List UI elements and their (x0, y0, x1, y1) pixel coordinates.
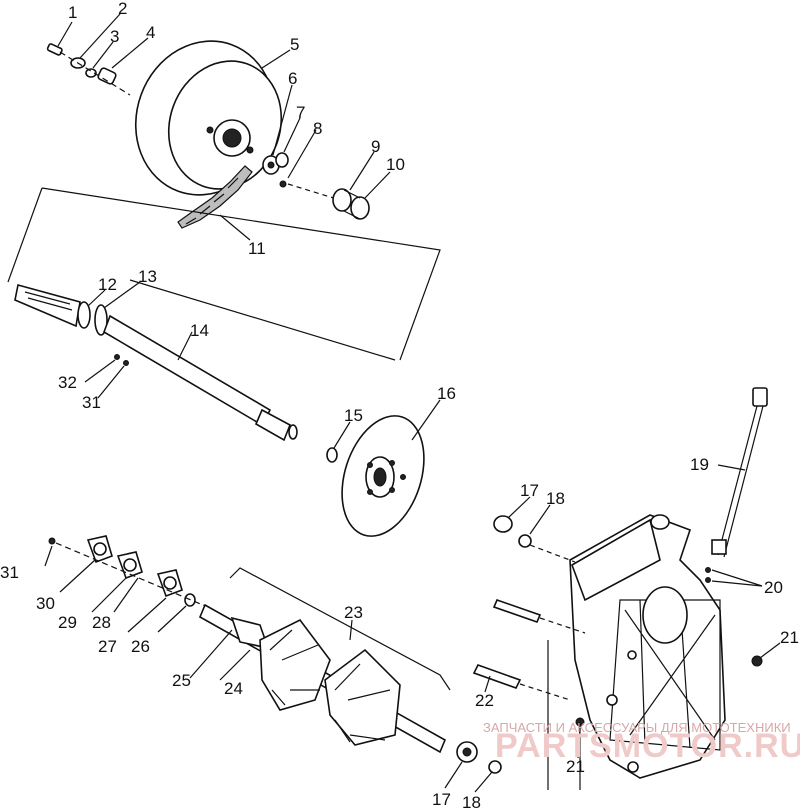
callout-30: 30 (36, 594, 55, 613)
callout-17b: 17 (432, 790, 451, 809)
callout-26: 26 (131, 637, 150, 656)
callout-17a: 17 (520, 481, 539, 500)
callout-12: 12 (98, 275, 117, 294)
callout-15: 15 (344, 406, 363, 425)
callout-8: 8 (313, 119, 322, 138)
callout-21b: 21 (566, 757, 585, 776)
sprocket-wheel (134, 40, 283, 196)
callout-19: 19 (690, 455, 709, 474)
callout-21a: 21 (780, 628, 799, 647)
callout-7: 7 (296, 103, 305, 122)
assembly-bracket-top (7, 187, 441, 361)
speedo-cable (705, 387, 768, 583)
callout-6: 6 (288, 69, 297, 88)
callout-13: 13 (138, 267, 157, 286)
callout-1: 1 (68, 3, 77, 22)
callout-16: 16 (437, 384, 456, 403)
callout-24: 24 (224, 679, 243, 698)
chaincase-housing (569, 514, 726, 779)
assembly-bracket-bottom (229, 567, 451, 691)
watermark: ЗАПЧАСТИ И АКСЕССУАРЫ ДЛЯ МОТОТЕХНИКИ PA… (483, 720, 800, 765)
bearing-flange-stack (48, 535, 211, 609)
watermark-brand: PARTSMOTOR.RU (495, 727, 800, 765)
track-driveshaft (198, 603, 502, 774)
callout-5: 5 (290, 35, 299, 54)
callout-10: 10 (386, 155, 405, 174)
watermark-tagline: ЗАПЧАСТИ И АКСЕССУАРЫ ДЛЯ МОТОТЕХНИКИ (483, 720, 791, 735)
callout-31b: 31 (82, 393, 101, 412)
callout-29: 29 (58, 613, 77, 632)
output-shaft (14, 284, 298, 442)
callout-28: 28 (92, 613, 111, 632)
callout-22: 22 (475, 691, 494, 710)
brake-disc (326, 415, 425, 537)
callout-20: 20 (764, 578, 783, 597)
callout-14: 14 (190, 321, 209, 340)
callout-23: 23 (344, 603, 363, 622)
leader-lines (44, 13, 781, 793)
callout-3: 3 (110, 27, 119, 46)
callout-27: 27 (98, 637, 117, 656)
callout-31a: 31 (0, 563, 19, 582)
callout-25: 25 (172, 671, 191, 690)
callout-4: 4 (146, 23, 155, 42)
hardware-stack-right (262, 152, 370, 220)
housing-fasteners (472, 515, 763, 790)
callout-2: 2 (118, 0, 127, 18)
callout-9: 9 (371, 137, 380, 156)
callout-18b: 18 (462, 793, 481, 811)
hardware-stack-top (46, 43, 131, 96)
callout-11: 11 (248, 239, 266, 258)
callout-18a: 18 (546, 489, 565, 508)
callout-32: 32 (58, 373, 77, 392)
